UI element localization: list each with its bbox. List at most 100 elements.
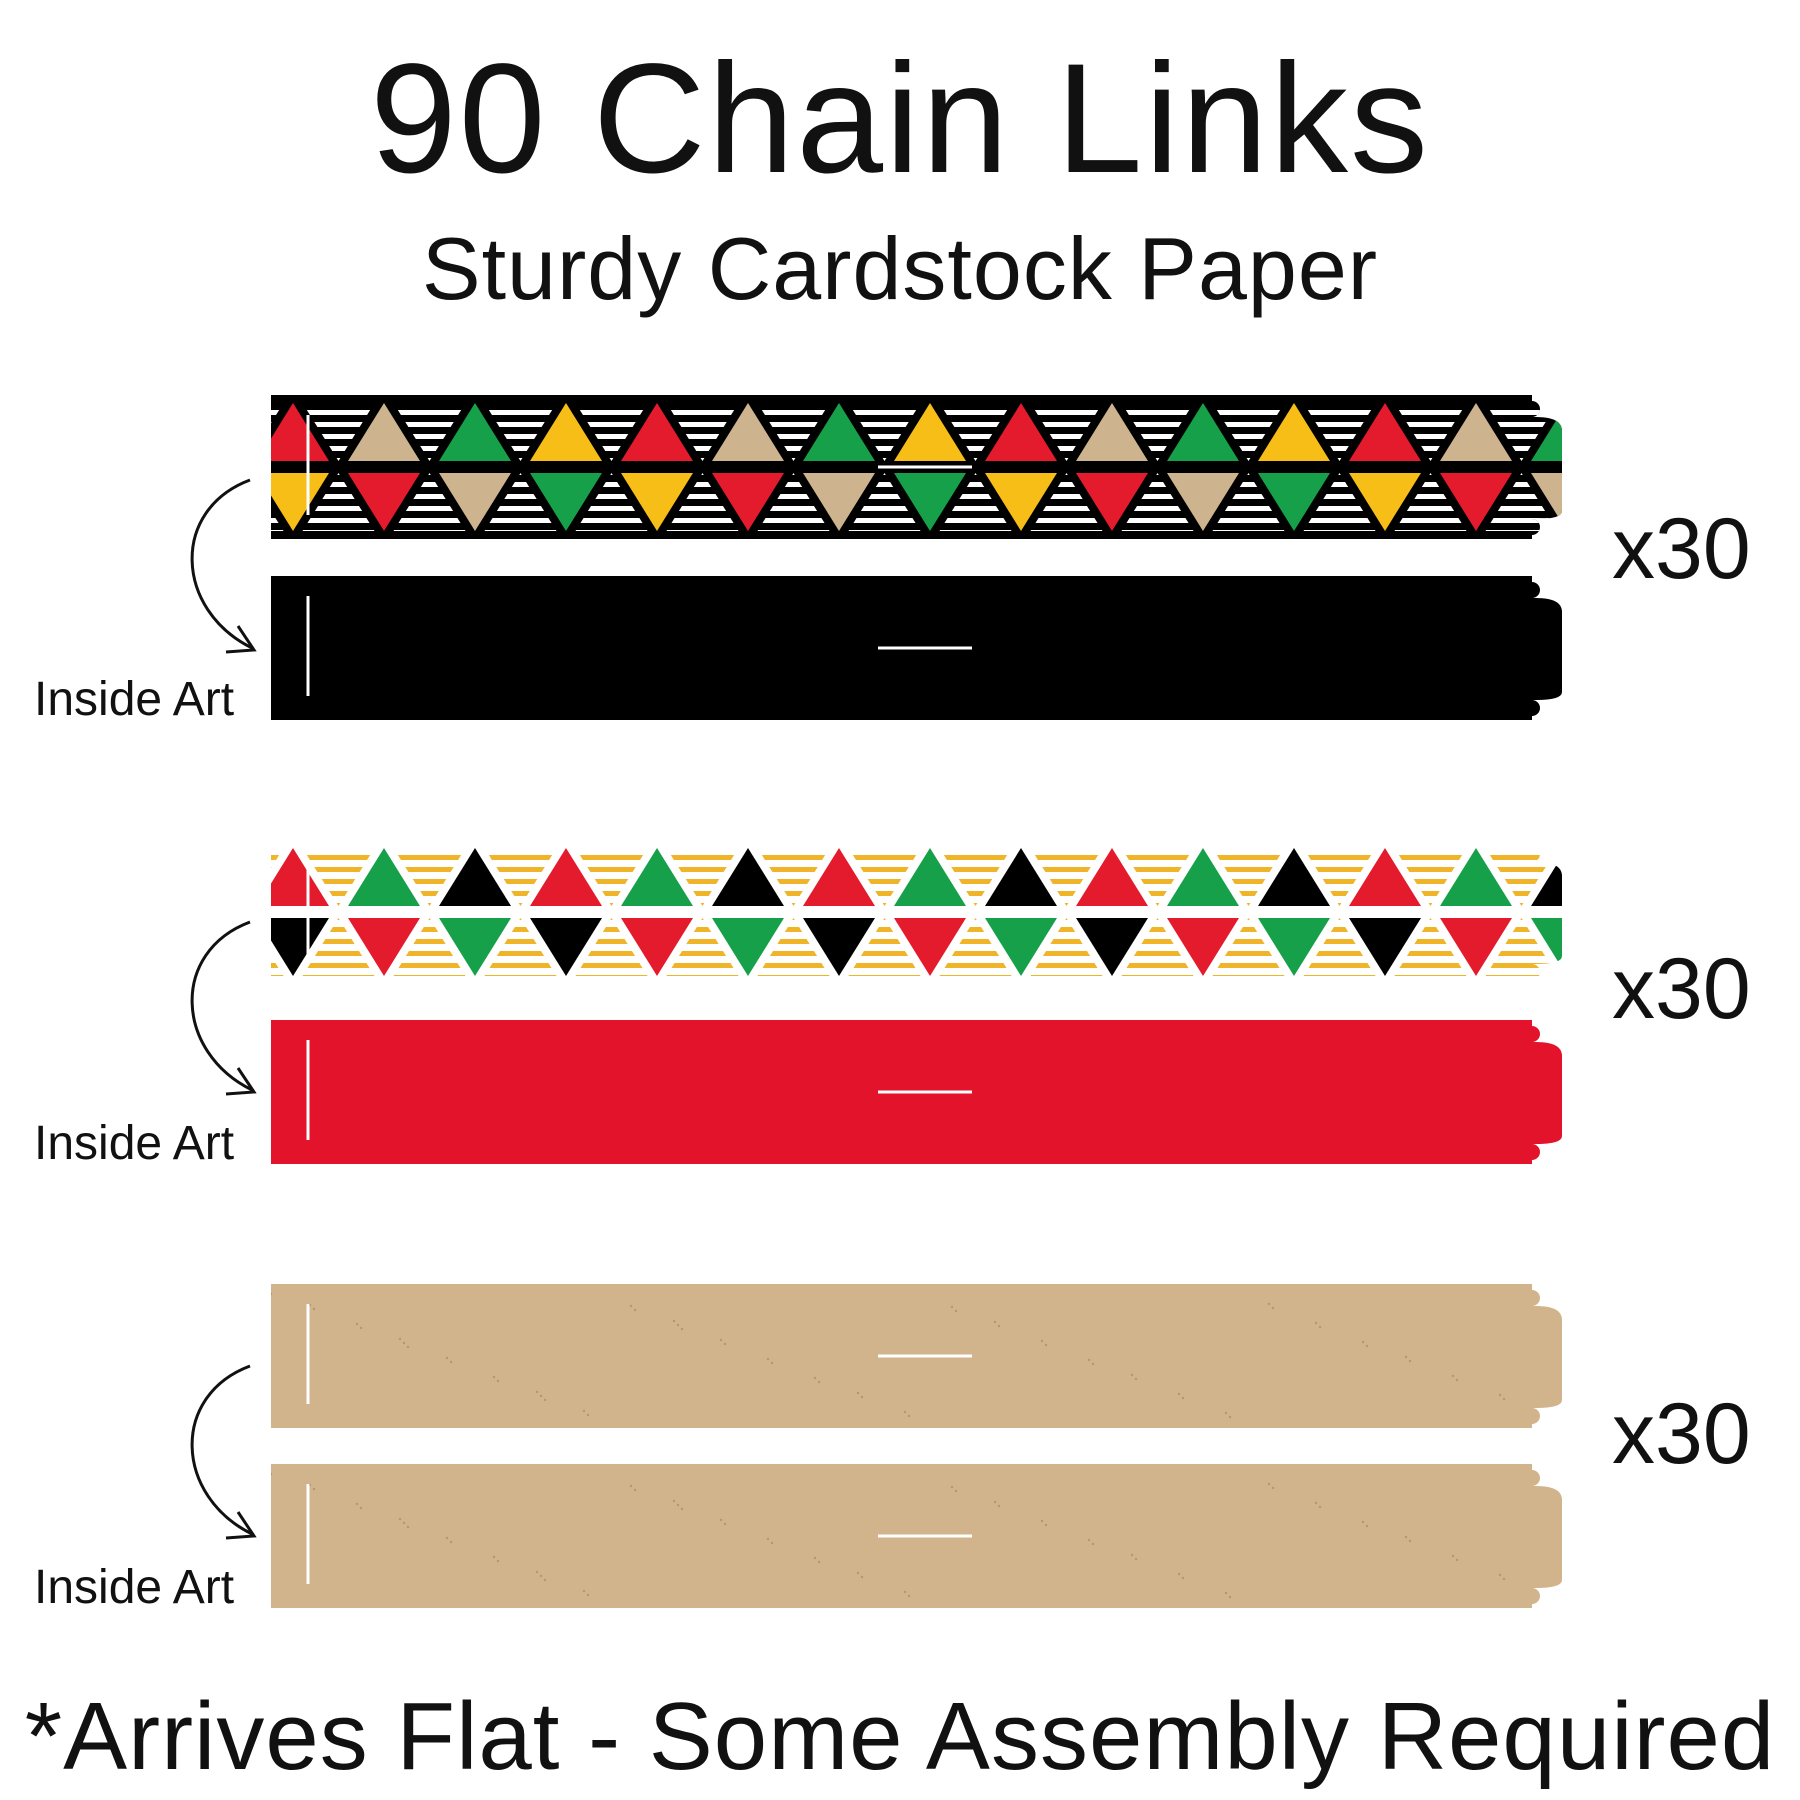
set-2-outside-strip xyxy=(166,840,1740,984)
striped-triangle xyxy=(1668,848,1740,906)
colored-triangle-down xyxy=(712,473,784,531)
striped-triangle xyxy=(1121,403,1194,461)
colored-triangle-up xyxy=(439,848,511,906)
colored-triangle-down xyxy=(1440,918,1512,976)
colored-triangle-up xyxy=(1440,848,1512,906)
colored-triangle-up xyxy=(894,403,966,461)
colored-triangle-down xyxy=(803,473,875,531)
striped-triangle xyxy=(302,918,375,976)
colored-triangle-up xyxy=(1622,848,1694,906)
striped-triangle xyxy=(1212,848,1285,906)
striped-triangle xyxy=(1212,918,1285,976)
colored-triangle-down xyxy=(1349,918,1421,976)
striped-triangle xyxy=(484,403,557,461)
colored-triangle-up xyxy=(1076,403,1148,461)
striped-triangle xyxy=(1030,848,1103,906)
colored-triangle-down xyxy=(1167,918,1239,976)
striped-triangle xyxy=(575,403,648,461)
colored-triangle-up xyxy=(985,848,1057,906)
colored-triangle-down xyxy=(1258,918,1330,976)
set-2-arrow-icon xyxy=(190,920,257,1096)
striped-triangle xyxy=(1394,403,1467,461)
colored-triangle-down xyxy=(530,473,602,531)
striped-triangle xyxy=(757,918,830,976)
set-1-inside-label: Inside Art xyxy=(34,673,235,726)
striped-triangle xyxy=(393,473,466,531)
colored-triangle-down xyxy=(621,918,693,976)
colored-triangle-down xyxy=(712,918,784,976)
striped-triangle xyxy=(1485,403,1558,461)
set-3-inside-label: Inside Art xyxy=(34,1561,235,1614)
colored-triangle-up xyxy=(1349,403,1421,461)
colored-triangle-down xyxy=(1076,918,1148,976)
striped-triangle xyxy=(1303,403,1376,461)
striped-triangle xyxy=(302,403,375,461)
set-2-count: x30 xyxy=(1612,941,1751,1037)
colored-triangle-up xyxy=(1349,848,1421,906)
striped-triangle xyxy=(1030,473,1103,531)
colored-triangle-down xyxy=(1258,473,1330,531)
striped-triangle xyxy=(1577,403,1649,461)
striped-triangle xyxy=(939,848,1012,906)
colored-triangle-up xyxy=(803,848,875,906)
colored-triangle-down xyxy=(985,918,1057,976)
striped-triangle xyxy=(393,848,466,906)
colored-triangle-down xyxy=(348,918,420,976)
colored-triangle-up xyxy=(1531,848,1562,906)
colored-triangle-up xyxy=(985,403,1057,461)
striped-triangle xyxy=(484,848,557,906)
set-1-inside-strip xyxy=(271,576,1562,720)
set-3-arrow-icon xyxy=(190,1364,257,1540)
striped-triangle xyxy=(757,403,830,461)
striped-triangle xyxy=(939,403,1012,461)
colored-triangle-up xyxy=(894,848,966,906)
colored-triangle-up xyxy=(271,403,329,461)
striped-triangle xyxy=(575,848,648,906)
striped-triangle xyxy=(939,918,1012,976)
colored-triangle-up xyxy=(1622,403,1694,461)
striped-triangle xyxy=(393,403,466,461)
colored-triangle-down xyxy=(271,918,329,976)
set-3-outside-strip xyxy=(271,1284,1562,1428)
set-2-inside-strip xyxy=(271,1020,1562,1164)
colored-triangle-down xyxy=(1349,473,1421,531)
striped-triangle xyxy=(666,473,739,531)
colored-triangle-up xyxy=(166,403,238,461)
colored-triangle-up xyxy=(1258,403,1330,461)
striped-triangle xyxy=(1030,403,1103,461)
colored-triangle-down xyxy=(166,918,238,976)
page-title: 90 Chain Links xyxy=(370,32,1430,206)
striped-triangle xyxy=(1303,918,1376,976)
colored-triangle-down xyxy=(894,918,966,976)
colored-triangle-down xyxy=(530,918,602,976)
footer-note: *Arrives Flat - Some Assembly Required xyxy=(24,1683,1776,1790)
striped-triangle xyxy=(757,848,830,906)
striped-triangle xyxy=(1121,473,1194,531)
page-subtitle: Sturdy Cardstock Paper xyxy=(421,219,1379,318)
colored-triangle-up xyxy=(1531,403,1562,461)
set-2-inside-label: Inside Art xyxy=(34,1117,235,1170)
striped-triangle xyxy=(757,473,830,531)
striped-triangle xyxy=(484,918,557,976)
colored-triangle-down xyxy=(803,918,875,976)
colored-triangle-up xyxy=(1167,403,1239,461)
colored-triangle-up xyxy=(271,848,329,906)
striped-triangle xyxy=(1577,848,1649,906)
colored-triangle-up xyxy=(1258,848,1330,906)
striped-triangle xyxy=(1485,848,1558,906)
colored-triangle-down xyxy=(1167,473,1239,531)
colored-triangle-up xyxy=(621,848,693,906)
set-3-count: x30 xyxy=(1612,1386,1751,1482)
colored-triangle-up xyxy=(530,848,602,906)
striped-triangle xyxy=(1212,473,1285,531)
colored-triangle-up xyxy=(348,848,420,906)
striped-triangle xyxy=(1394,473,1467,531)
striped-triangle xyxy=(848,918,921,976)
colored-triangle-down xyxy=(1076,473,1148,531)
colored-triangle-up xyxy=(712,848,784,906)
striped-triangle xyxy=(1121,848,1194,906)
colored-triangle-up xyxy=(1076,848,1148,906)
colored-triangle-down xyxy=(894,473,966,531)
colored-triangle-up xyxy=(712,403,784,461)
